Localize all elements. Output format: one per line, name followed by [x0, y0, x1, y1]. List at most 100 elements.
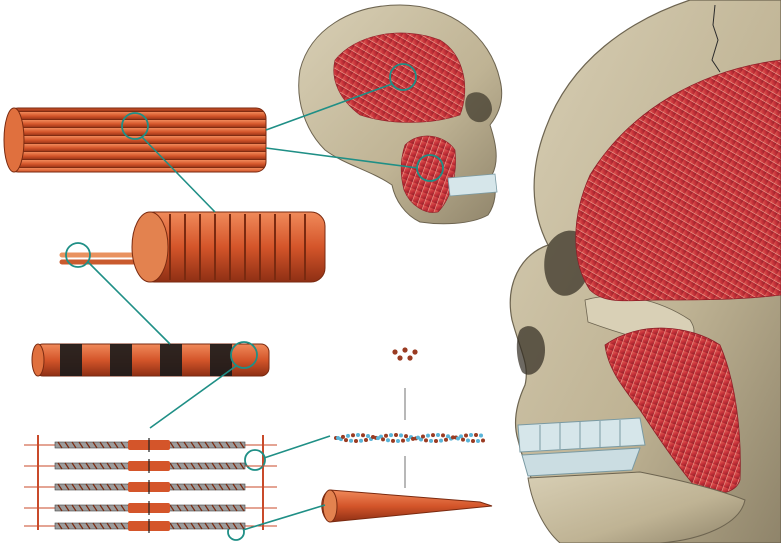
actin-bead [381, 437, 385, 442]
callout-ring-temporalis [389, 63, 417, 91]
myosin-head [218, 441, 224, 449]
myosin-head [197, 441, 203, 449]
myosin-head [225, 504, 231, 512]
myosin-head [92, 462, 98, 470]
actin-bead [464, 433, 468, 438]
actin-bead [421, 434, 425, 439]
actin-bead [416, 435, 420, 440]
actin-bead [471, 438, 475, 443]
myosin-head [204, 441, 210, 449]
myosin-head [232, 462, 238, 470]
myosin-head [99, 441, 105, 449]
callout-line [87, 261, 171, 345]
myosin-head [106, 522, 112, 530]
myosin-head [225, 522, 231, 530]
myosin-head [71, 483, 77, 491]
myosin-head [176, 504, 182, 512]
myosin-head [204, 483, 210, 491]
callout-line [263, 435, 331, 459]
callout-line [141, 136, 216, 213]
actin-bead [396, 438, 400, 443]
myofibril-dark-bands [60, 344, 232, 376]
myosin-head [204, 522, 210, 530]
myosin-head [99, 483, 105, 491]
myosin-head [218, 504, 224, 512]
actin-bead [456, 436, 460, 441]
myosin-head [176, 522, 182, 530]
myosin-head [169, 522, 175, 530]
myosin-head [106, 483, 112, 491]
actin-bead [341, 434, 345, 439]
myosin-head [225, 462, 231, 470]
myosin-head [99, 462, 105, 470]
callout-ring-actin [244, 449, 266, 471]
myosin-head [190, 504, 196, 512]
actin-bead [436, 433, 440, 438]
myosin-head [211, 462, 217, 470]
myosin-head [239, 462, 245, 470]
myosin-head [57, 504, 63, 512]
myosin-head [197, 483, 203, 491]
myosin-head [225, 483, 231, 491]
myosin-head [120, 441, 126, 449]
myosin-filament-end [322, 489, 338, 523]
actin-bead [391, 438, 395, 443]
actin-bead [406, 437, 410, 442]
temporalis-muscle [575, 59, 781, 302]
myosin-head [197, 462, 203, 470]
myosin-head [78, 504, 84, 512]
actin-bead [376, 436, 380, 441]
myosin-head [176, 441, 182, 449]
small-temporalis [333, 32, 466, 123]
fascicle-body [7, 107, 267, 173]
actin-bead [481, 438, 485, 443]
masseter-muscle [604, 327, 741, 494]
actin-bead [386, 438, 390, 443]
myosin-head [232, 522, 238, 530]
myofibril [31, 341, 270, 377]
actin-bead [446, 434, 450, 439]
myosin-head [85, 483, 91, 491]
actin-bead [344, 438, 348, 443]
myosin-head [120, 483, 126, 491]
myosin-head [190, 483, 196, 491]
myosin-head [190, 522, 196, 530]
myosin-head [78, 441, 84, 449]
myosin-head [64, 441, 70, 449]
myosin-head [85, 522, 91, 530]
myosin-head [85, 462, 91, 470]
myosin-head [64, 522, 70, 530]
actin-bead [474, 433, 478, 438]
fascicle [3, 107, 267, 173]
myosin-head [106, 462, 112, 470]
myosin-head [225, 441, 231, 449]
myosin-head [197, 522, 203, 530]
myosin-head [106, 504, 112, 512]
callout-ring-fascicle [121, 112, 149, 140]
myosin-head [183, 522, 189, 530]
myosin-head [190, 441, 196, 449]
actin-bead [434, 438, 438, 443]
myosin-head [57, 522, 63, 530]
myosin-head [239, 522, 245, 530]
molecule-bead [412, 349, 418, 355]
myosin-head [183, 441, 189, 449]
actin-bead [444, 437, 448, 442]
callout-line [265, 147, 419, 169]
myosin-head [71, 441, 77, 449]
myosin-head [176, 483, 182, 491]
myosin-head [218, 462, 224, 470]
callout-line [265, 83, 393, 131]
molecule-bead [402, 347, 408, 353]
fiber-cross-section [131, 211, 169, 283]
myosin-head [71, 504, 77, 512]
molecules [321, 347, 493, 523]
myosin-head [218, 483, 224, 491]
actin-bead [366, 433, 370, 438]
myosin-head [92, 522, 98, 530]
myosin-head [120, 522, 126, 530]
lower-teeth [521, 447, 641, 477]
myosin-head [169, 441, 175, 449]
actin-bead [469, 433, 473, 438]
actin-bead [401, 438, 405, 443]
